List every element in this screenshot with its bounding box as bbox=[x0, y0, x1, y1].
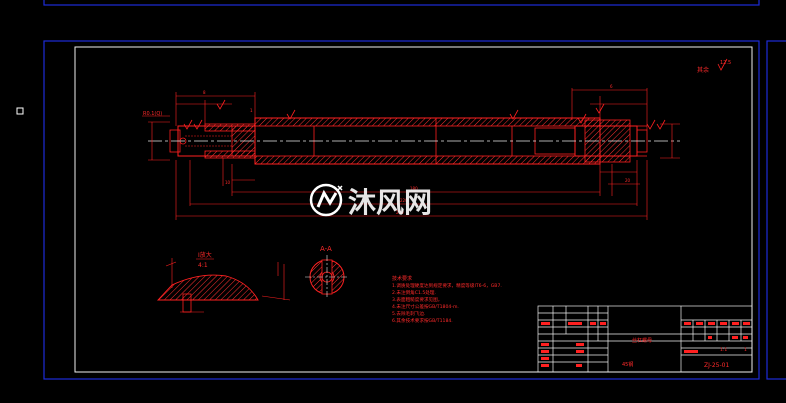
corner-roughness-note: 其余 12.5 bbox=[697, 58, 731, 74]
tube-wall-top-hatch bbox=[254, 117, 601, 127]
title-part-name: 丝杠螺母 bbox=[632, 337, 652, 344]
tube-wall-bottom-hatch bbox=[254, 155, 601, 165]
title-block bbox=[537, 305, 753, 373]
left-dimension-tag: R0.1(Q) bbox=[143, 111, 162, 117]
detail-view-i: I放大 4:1 bbox=[156, 251, 291, 313]
outer-sheet-frame-top bbox=[43, 0, 760, 6]
outer-sheet-frame bbox=[43, 40, 760, 380]
svg-text:1: 1 bbox=[250, 108, 253, 113]
adjacent-sheet-frame bbox=[766, 40, 786, 380]
svg-text:4:1: 4:1 bbox=[198, 262, 208, 269]
tech-line-3: 3.表面粗糙度要求见图， bbox=[392, 296, 442, 303]
inner-border-frame bbox=[74, 46, 753, 373]
svg-text:240: 240 bbox=[396, 210, 404, 215]
watermark-logo-icon bbox=[309, 183, 343, 217]
svg-text:12.5: 12.5 bbox=[720, 60, 731, 66]
watermark-text: 沐风网 bbox=[348, 186, 432, 219]
tech-line-2: 2.未注倒角C1.5处理. bbox=[392, 289, 436, 296]
detail-profile bbox=[156, 274, 259, 301]
svg-text:220: 220 bbox=[400, 198, 408, 203]
svg-text:180: 180 bbox=[410, 186, 418, 191]
svg-text:6: 6 bbox=[610, 84, 613, 89]
watermark: 沐风网 bbox=[309, 183, 432, 219]
svg-text:技术要求: 技术要求 bbox=[392, 275, 412, 282]
title-drawing-number: ZJ-25-01 bbox=[704, 362, 729, 369]
technical-requirements: 技术要求 1.调质处理硬度达到规定要求，精度等级IT6-6，GB7. 2.未注倒… bbox=[392, 275, 502, 324]
tech-line-6: 6.其余技术要求按GB/T1184. bbox=[392, 317, 453, 324]
svg-text:8: 8 bbox=[203, 90, 206, 95]
title-scale: 1:1 bbox=[720, 347, 727, 353]
svg-text:20: 20 bbox=[625, 178, 631, 183]
selection-grip-handle[interactable] bbox=[16, 107, 24, 115]
title-material: 45钢 bbox=[622, 361, 633, 368]
svg-text:10: 10 bbox=[225, 180, 231, 185]
tech-line-1: 1.调质处理硬度达到规定要求，精度等级IT6-6，GB7. bbox=[392, 282, 502, 289]
svg-text:I放大: I放大 bbox=[198, 251, 212, 259]
tech-line-4: 4.未注尺寸公差按GB/T1804-m. bbox=[392, 303, 459, 310]
title-sheet: 1 bbox=[744, 347, 747, 353]
svg-text:其余: 其余 bbox=[697, 66, 709, 74]
shaft-main-view: 8 6 1 240 220 180 10 20 R0.1(Q) bbox=[142, 84, 680, 220]
section-label: A-A bbox=[320, 245, 332, 253]
section-view-a-a: A-A bbox=[305, 245, 349, 299]
tech-line-5: 5.去除毛刺飞边. bbox=[392, 310, 425, 317]
